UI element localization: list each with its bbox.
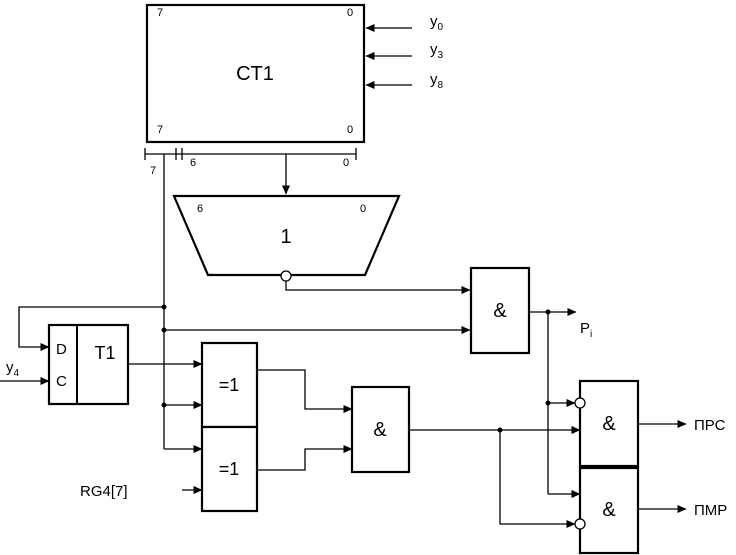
flipflop-label: T1 — [94, 343, 115, 363]
and-mid-label: & — [373, 419, 387, 441]
counter-bit-bottom-left: 7 — [157, 124, 163, 136]
signal-pi: Pi — [580, 320, 592, 340]
and-gate-top: & — [469, 266, 531, 355]
and-top-label: & — [493, 300, 507, 322]
xor-bottom-label: =1 — [219, 459, 240, 479]
pmr-inversion-bubble — [574, 518, 586, 530]
signal-prs: ПРС — [694, 417, 726, 434]
or-gate-bit-6: 6 — [197, 203, 203, 215]
signal-y0: y0 — [430, 13, 444, 33]
flipflop-input-c: C — [56, 373, 67, 390]
or-gate-inversion-bubble — [280, 270, 292, 282]
counter-bit-bottom-right: 0 — [347, 124, 353, 136]
counter-bit-top-right: 0 — [347, 7, 353, 19]
counter-inputs: y0 y3 y8 — [365, 13, 444, 91]
and-gate-prs: & — [574, 379, 640, 468]
and-gate-pmr: & — [574, 466, 640, 555]
xor-gate-bottom: =1 — [200, 425, 259, 513]
and-prs-label: & — [602, 413, 616, 435]
signal-y4: y4 — [6, 359, 20, 379]
and-gate-mid: & — [350, 385, 411, 474]
or-gate: 1 6 0 — [172, 194, 401, 282]
counter-label: CT1 — [236, 63, 274, 85]
signal-pmr: ПМР — [694, 502, 727, 519]
flipflop-input-d: D — [56, 341, 67, 358]
xor-gate-top: =1 — [200, 341, 259, 429]
flipflop-t1: D C T1 — [47, 323, 130, 406]
signal-rg4: RG4[7] — [80, 483, 128, 500]
or-gate-label: 1 — [280, 226, 291, 248]
prs-inversion-bubble — [574, 397, 586, 409]
bus-split: 7 6 0 — [144, 148, 357, 195]
signal-y3: y3 — [430, 41, 444, 61]
signal-y8: y8 — [430, 71, 444, 91]
bus-label-0: 0 — [343, 157, 349, 169]
counter-bit-top-left: 7 — [157, 7, 163, 19]
xor-top-label: =1 — [219, 375, 240, 395]
or-gate-bit-0: 0 — [360, 203, 366, 215]
counter-ct1: CT1 7 0 7 0 — [145, 3, 366, 144]
bus-label-6: 6 — [190, 157, 196, 169]
and-pmr-label: & — [602, 499, 616, 521]
bus-label-7: 7 — [150, 165, 156, 177]
